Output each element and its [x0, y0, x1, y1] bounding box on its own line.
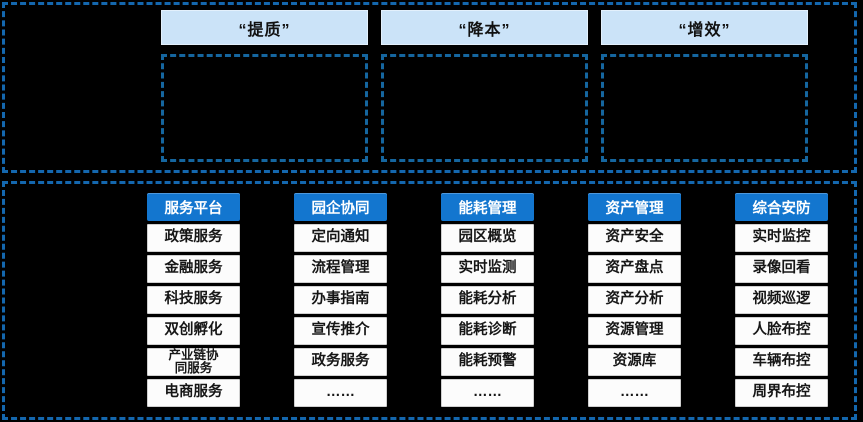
module-item: 人脸布控	[735, 317, 828, 345]
modules-panel: 服务平台 政策服务 金融服务 科技服务 双创孵化 产业链协 同服务 电商服务 园…	[2, 181, 857, 420]
module-item: ……	[294, 379, 387, 407]
goals-panel: “提质” “降本” “增效”	[2, 2, 857, 173]
module-item: 资产分析	[588, 286, 681, 314]
goal-column-cost: “降本”	[381, 10, 588, 162]
module-item: 园区概览	[441, 224, 534, 252]
module-item: ……	[588, 379, 681, 407]
module-title-security: 综合安防	[735, 193, 828, 221]
module-item: 金融服务	[147, 255, 240, 283]
module-item: 周界布控	[735, 379, 828, 407]
module-item: 办事指南	[294, 286, 387, 314]
module-column-asset-management: 资产管理 资产安全 资产盘点 资产分析 资源管理 资源库 ……	[588, 193, 681, 407]
goal-label-quality: “提质”	[161, 10, 368, 45]
module-title-park-enterprise-collab: 园企协同	[294, 193, 387, 221]
module-item: 能耗诊断	[441, 317, 534, 345]
goal-placeholder-efficiency	[601, 54, 808, 162]
module-item: 流程管理	[294, 255, 387, 283]
modules-row: 服务平台 政策服务 金融服务 科技服务 双创孵化 产业链协 同服务 电商服务 园…	[147, 193, 828, 407]
module-title-energy-management: 能耗管理	[441, 193, 534, 221]
goal-label-cost: “降本”	[381, 10, 588, 45]
module-column-park-enterprise-collab: 园企协同 定向通知 流程管理 办事指南 宣传推介 政务服务 ……	[294, 193, 387, 407]
module-title-asset-management: 资产管理	[588, 193, 681, 221]
goal-column-efficiency: “增效”	[601, 10, 808, 162]
module-column-security: 综合安防 实时监控 录像回看 视频巡逻 人脸布控 车辆布控 周界布控	[735, 193, 828, 407]
module-item: 政务服务	[294, 348, 387, 376]
goal-label-efficiency: “增效”	[601, 10, 808, 45]
goals-row: “提质” “降本” “增效”	[161, 10, 808, 162]
module-item: 资产安全	[588, 224, 681, 252]
module-item: 科技服务	[147, 286, 240, 314]
module-item: 车辆布控	[735, 348, 828, 376]
module-item: 政策服务	[147, 224, 240, 252]
module-item: 能耗分析	[441, 286, 534, 314]
module-item: 产业链协 同服务	[147, 348, 240, 376]
goal-placeholder-quality	[161, 54, 368, 162]
module-column-service-platform: 服务平台 政策服务 金融服务 科技服务 双创孵化 产业链协 同服务 电商服务	[147, 193, 240, 407]
module-item: 录像回看	[735, 255, 828, 283]
module-item: 资源库	[588, 348, 681, 376]
module-column-energy-management: 能耗管理 园区概览 实时监测 能耗分析 能耗诊断 能耗预警 ……	[441, 193, 534, 407]
goal-placeholder-cost	[381, 54, 588, 162]
module-item: 资源管理	[588, 317, 681, 345]
module-item: 能耗预警	[441, 348, 534, 376]
module-item: 定向通知	[294, 224, 387, 252]
module-item: 视频巡逻	[735, 286, 828, 314]
module-title-service-platform: 服务平台	[147, 193, 240, 221]
module-item: ……	[441, 379, 534, 407]
module-item: 电商服务	[147, 379, 240, 407]
module-item: 实时监测	[441, 255, 534, 283]
module-item: 实时监控	[735, 224, 828, 252]
module-item: 宣传推介	[294, 317, 387, 345]
module-item: 双创孵化	[147, 317, 240, 345]
goal-column-quality: “提质”	[161, 10, 368, 162]
module-item: 资产盘点	[588, 255, 681, 283]
